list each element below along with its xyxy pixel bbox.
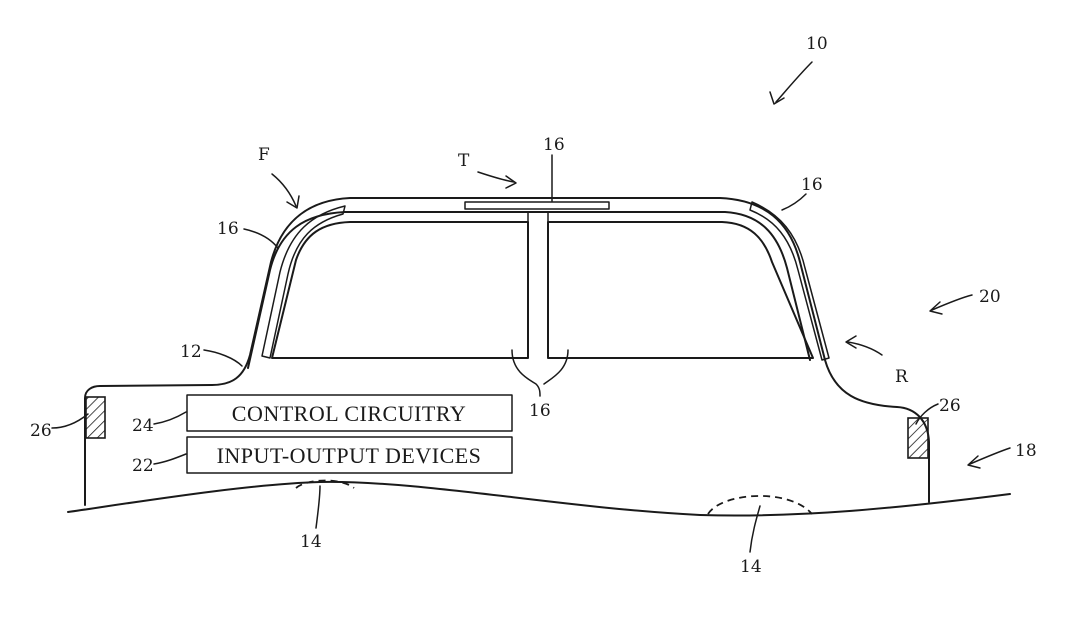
label-20: 20: [979, 287, 1001, 307]
label-22: 22: [132, 456, 154, 476]
label-24: 24: [132, 416, 154, 436]
label-18: 18: [1015, 441, 1037, 461]
top-window-panel: [465, 202, 609, 209]
arrow-10: [770, 92, 784, 104]
leader-F: [272, 174, 296, 206]
label-10: 10: [806, 34, 828, 54]
label-14-front: 14: [300, 532, 322, 552]
label-16-side: 16: [529, 401, 551, 421]
leader-R: [848, 342, 882, 355]
front-window-panel: [262, 206, 345, 358]
leader-14-front: [316, 486, 320, 528]
label-T: T: [458, 151, 470, 171]
label-14-rear: 14: [740, 557, 762, 577]
leader-16-front: [244, 229, 278, 248]
leader-14-rear: [750, 506, 760, 552]
label-26-front: 26: [30, 421, 52, 441]
leader-12: [204, 350, 242, 366]
rear-light: [908, 418, 928, 458]
control-circuitry-text: CONTROL CIRCUITRY: [232, 401, 466, 426]
rear-wheel: [708, 496, 812, 514]
leader-20: [932, 295, 972, 310]
label-26-rear: 26: [939, 396, 961, 416]
label-16-rear: 16: [801, 175, 823, 195]
brace-16-side: [512, 350, 568, 396]
io-devices-text: INPUT-OUTPUT DEVICES: [217, 443, 482, 468]
label-16-top: 16: [543, 135, 565, 155]
label-F: F: [258, 145, 270, 165]
label-12: 12: [180, 342, 202, 362]
side-window-rear: [548, 222, 813, 358]
leader-24: [154, 412, 186, 424]
ground-line: [68, 482, 1010, 516]
leader-26-front: [52, 414, 88, 428]
front-light: [86, 397, 105, 438]
label-16-front: 16: [217, 219, 239, 239]
leader-10: [776, 62, 812, 102]
leader-22: [154, 454, 186, 464]
leader-18: [970, 448, 1010, 464]
leader-16-rear: [782, 194, 806, 210]
center-pillar: [528, 212, 548, 222]
arrow-F: [287, 196, 299, 208]
label-R: R: [895, 367, 909, 387]
side-window-front: [272, 222, 528, 358]
